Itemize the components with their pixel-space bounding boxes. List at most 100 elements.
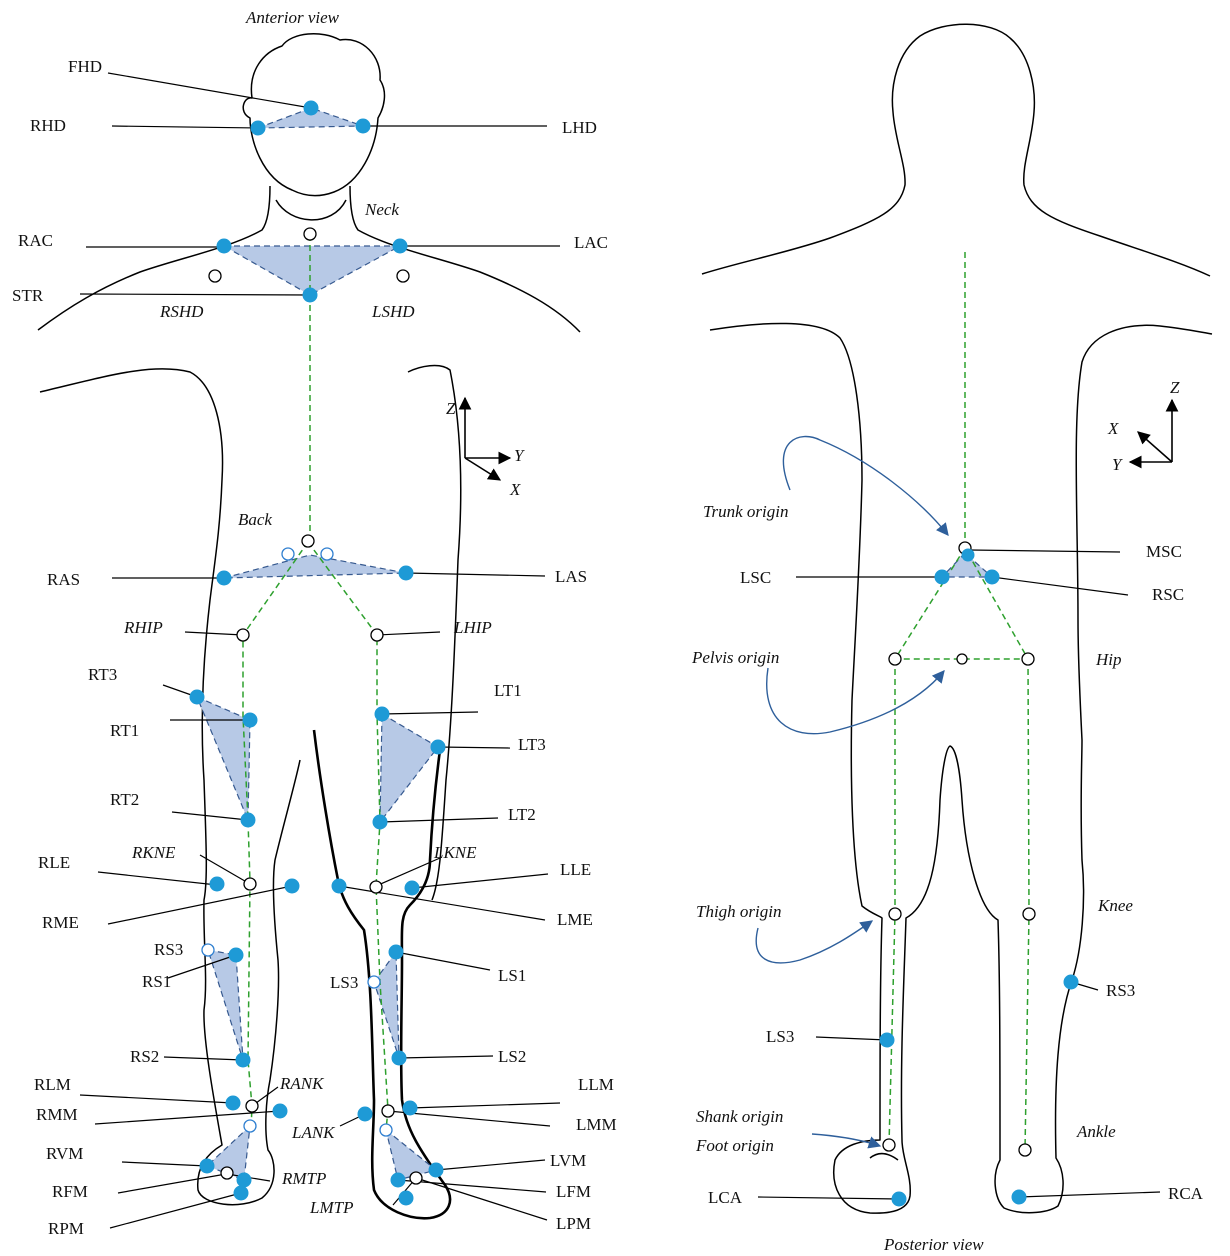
lt3-marker — [431, 740, 445, 754]
posterior-axes: Z X Y — [1107, 378, 1180, 474]
ras-marker — [217, 571, 231, 585]
label-rpm: RPM — [48, 1219, 84, 1238]
rs2-marker — [236, 1053, 250, 1067]
label-lhd: LHD — [562, 118, 597, 137]
right-knee-joint — [1023, 908, 1035, 920]
label-hip: Hip — [1095, 650, 1122, 669]
rkne-joint — [244, 878, 256, 890]
lac-marker — [393, 239, 407, 253]
rpm-marker — [234, 1186, 248, 1200]
posterior-labels: MSC LSC RSC Hip Knee Ankle LS3 RS3 LCA R… — [691, 502, 1204, 1254]
posterior-foot-detail — [870, 1154, 898, 1160]
axis-y-label: Y — [514, 446, 525, 465]
rvm-marker — [200, 1159, 214, 1173]
rlm-marker — [226, 1096, 240, 1110]
label-rmm: RMM — [36, 1105, 78, 1124]
lshd-joint — [397, 270, 409, 282]
rle-marker — [210, 877, 224, 891]
posterior-view: Z X Y — [691, 24, 1212, 1254]
rhip-joint — [237, 629, 249, 641]
posterior-joint-centres — [883, 542, 1035, 1156]
anterior-view-title: Anterior view — [245, 8, 340, 27]
label-rt2: RT2 — [110, 790, 139, 809]
posterior-ls3-marker — [880, 1033, 894, 1047]
neck-shoulder-outline — [38, 186, 270, 330]
thorax-plane — [224, 246, 400, 295]
label-fhd: FHD — [68, 57, 102, 76]
label-thigh-origin: Thigh origin — [696, 902, 782, 921]
thigh-origin-arrow — [756, 921, 872, 963]
label-lpm: LPM — [556, 1214, 591, 1233]
label-trunk-origin: Trunk origin — [703, 502, 789, 521]
label-rs2: RS2 — [130, 1047, 159, 1066]
label-rhd: RHD — [30, 116, 66, 135]
rank-joint — [246, 1100, 258, 1112]
label-ras: RAS — [47, 570, 80, 589]
right-shank-plane — [208, 950, 243, 1060]
lvm-marker — [429, 1163, 443, 1177]
ls1-marker — [389, 945, 403, 959]
lank-joint — [382, 1105, 394, 1117]
right-arm-torso-outline — [40, 369, 300, 1205]
anterior-skeleton — [243, 235, 388, 1130]
lhip-joint — [371, 629, 383, 641]
label-llm: LLM — [578, 1075, 614, 1094]
posterior-head-shoulders — [702, 24, 1210, 276]
label-lmtp: LMTP — [309, 1198, 353, 1217]
lsc-marker — [935, 570, 949, 584]
anterior-joint-centres — [202, 228, 422, 1184]
r-foot-virtual — [244, 1120, 256, 1132]
lpm-marker — [399, 1191, 413, 1205]
lt2-marker — [373, 815, 387, 829]
label-rlm: RLM — [34, 1075, 71, 1094]
msc-marker — [962, 549, 974, 561]
label-rme: RME — [42, 913, 79, 932]
label-rs1: RS1 — [142, 972, 171, 991]
label-lshd: LSHD — [371, 302, 415, 321]
rt2-marker — [241, 813, 255, 827]
label-rca: RCA — [1168, 1184, 1204, 1203]
lmtp-joint — [410, 1172, 422, 1184]
pelvis-virtual-left — [282, 548, 294, 560]
label-lhip: LHIP — [453, 618, 492, 637]
label-lkne: LKNE — [433, 843, 477, 862]
label-rhip: RHIP — [123, 618, 163, 637]
label-shank-origin: Shank origin — [696, 1107, 783, 1126]
rt3-marker — [190, 690, 204, 704]
rs1-marker — [229, 948, 243, 962]
trunk-origin-arrow — [783, 437, 948, 535]
pelvis-origin-arrow — [767, 668, 944, 734]
label-rt1: RT1 — [110, 721, 139, 740]
label-rshd: RSHD — [159, 302, 204, 321]
rsc-marker — [985, 570, 999, 584]
l-foot-virtual — [380, 1124, 392, 1136]
rmm-marker — [273, 1104, 287, 1118]
lca-marker — [892, 1192, 906, 1206]
label-rkne: RKNE — [131, 843, 176, 862]
label-rmtp: RMTP — [281, 1169, 326, 1188]
anterior-labels: Anterior view FHD RHD LHD Neck RAC LAC S… — [12, 8, 617, 1238]
back-joint — [302, 535, 314, 547]
label-rank: RANK — [279, 1074, 325, 1093]
anterior-body-outline — [38, 34, 580, 1219]
axis-x-label: X — [509, 480, 521, 499]
posterior-leaders — [758, 550, 1160, 1199]
label-ankle: Ankle — [1076, 1122, 1116, 1141]
right-ankle-joint — [1019, 1144, 1031, 1156]
lme-marker — [332, 879, 346, 893]
label-pelvis-origin: Pelvis origin — [691, 648, 779, 667]
lfm-marker — [391, 1173, 405, 1187]
label-ls2: LS2 — [498, 1047, 526, 1066]
label-rvm: RVM — [46, 1144, 83, 1163]
anterior-axes: Z Y X — [446, 398, 525, 499]
label-rs3: RS3 — [154, 940, 183, 959]
right-hip-joint — [1022, 653, 1034, 665]
label-lt1: LT1 — [494, 681, 522, 700]
label-lank: LANK — [291, 1123, 336, 1142]
label-ls3: LS3 — [330, 973, 358, 992]
rshd-joint — [209, 270, 221, 282]
rmtp-joint — [221, 1167, 233, 1179]
label-neck: Neck — [364, 200, 399, 219]
label-lvm: LVM — [550, 1151, 586, 1170]
